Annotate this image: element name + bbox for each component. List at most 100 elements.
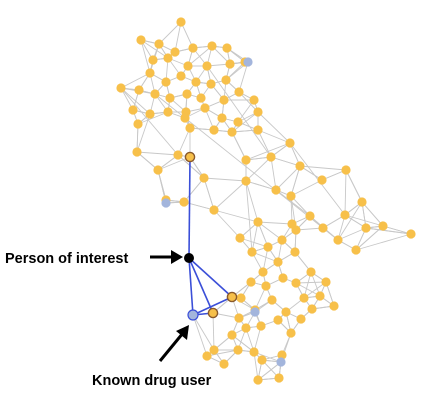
network-node: [116, 83, 126, 93]
network-node: [361, 223, 371, 233]
network-edge: [174, 21, 182, 53]
network-edge: [355, 233, 412, 251]
network-node: [318, 223, 328, 233]
network-node: [321, 277, 331, 287]
network-node: [329, 301, 339, 311]
network-node: [253, 107, 263, 117]
network-node: [206, 79, 216, 89]
network-edge: [136, 123, 139, 153]
network-node: [290, 247, 300, 257]
network-node: [176, 17, 186, 27]
network-node: [170, 47, 180, 57]
known-drug-user-label: Known drug user: [92, 373, 212, 389]
network-edge: [345, 169, 363, 203]
network-edge: [206, 349, 239, 357]
network-node: [179, 197, 189, 207]
network-node-path: [184, 151, 196, 163]
network-node: [333, 235, 343, 245]
network-edge: [192, 314, 208, 357]
network-edge: [257, 221, 283, 241]
network-edge: [251, 251, 279, 263]
network-nodes: [116, 17, 416, 385]
network-edge: [245, 142, 291, 161]
network-edge: [290, 165, 301, 197]
network-node: [307, 304, 317, 314]
person-of-interest-arrow: [150, 250, 183, 264]
network-node: [173, 150, 183, 160]
network-node: [267, 295, 277, 305]
network-node: [247, 247, 257, 257]
network-node-flagged: [276, 357, 286, 367]
network-edge: [212, 312, 215, 351]
network-node: [406, 229, 416, 239]
network-edge: [344, 214, 384, 227]
person-of-interest-label: Person of interest: [5, 251, 128, 267]
network-node: [271, 185, 281, 195]
network-node: [241, 155, 251, 165]
network-edge: [257, 129, 272, 158]
network-node: [274, 373, 284, 383]
network-node: [191, 77, 201, 87]
network-edge: [213, 180, 247, 211]
network-edge: [365, 227, 412, 235]
network-edge: [231, 131, 247, 161]
highlighted-path-edge: [188, 156, 191, 259]
network-node: [128, 105, 138, 115]
network-node: [154, 39, 164, 49]
network-node: [183, 61, 193, 71]
network-edge: [157, 156, 191, 171]
network-node: [305, 211, 315, 221]
network-node: [249, 95, 259, 105]
network-node: [209, 205, 219, 215]
network-node: [263, 242, 273, 252]
network-edge: [177, 127, 191, 156]
network-edge: [257, 221, 293, 225]
network-node: [145, 68, 155, 78]
person-of-interest-node: [184, 253, 194, 263]
network-node: [277, 350, 287, 360]
network-edge: [270, 156, 277, 191]
network-node: [185, 123, 195, 133]
network-node-flagged: [161, 198, 171, 208]
network-node-path: [226, 291, 238, 303]
network-edge: [213, 209, 259, 223]
network-edge: [120, 87, 179, 156]
network-node: [134, 85, 144, 95]
network-edge: [187, 45, 213, 67]
network-node: [253, 375, 263, 385]
network-edge: [295, 281, 327, 284]
network-edge: [158, 21, 182, 45]
network-node: [246, 277, 256, 287]
network-node: [188, 43, 198, 53]
network-edge: [382, 225, 412, 235]
highlighted-path-edges: [188, 156, 233, 316]
network-node: [295, 161, 305, 171]
network-node: [273, 257, 283, 267]
network-node: [236, 293, 246, 303]
network-edge: [238, 61, 249, 93]
network-node: [153, 165, 163, 175]
highlighted-path-edge: [188, 257, 233, 298]
network-node-path: [207, 307, 219, 319]
network-node: [296, 314, 306, 324]
network-edge: [257, 129, 291, 144]
network-node: [261, 281, 271, 291]
network-node: [357, 197, 367, 207]
network-node: [235, 233, 245, 243]
network-edge: [192, 314, 215, 351]
network-node: [256, 321, 266, 331]
network-edge: [183, 177, 205, 203]
network-node: [221, 75, 231, 85]
network-edge: [239, 237, 269, 248]
network-node: [278, 273, 288, 283]
network-edge: [289, 142, 346, 216]
network-edge: [245, 180, 253, 253]
network-edge: [253, 351, 259, 381]
network-node: [202, 351, 212, 361]
network-node: [202, 61, 212, 71]
network-edge: [137, 111, 169, 125]
network-edge: [290, 179, 323, 197]
network-edge: [245, 180, 259, 223]
network-edge: [251, 221, 259, 253]
